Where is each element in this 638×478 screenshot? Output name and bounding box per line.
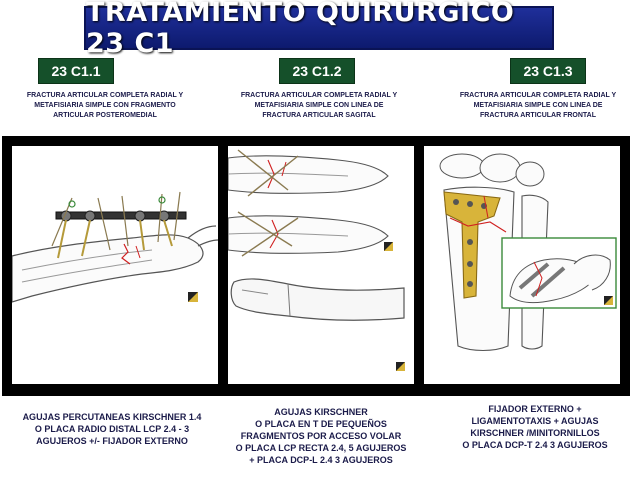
description-line: FRACTURA ARTICULAR COMPLETA RADIAL Y xyxy=(240,92,398,99)
treatment-line: AGUJEROS +/- FIJADOR EXTERNO xyxy=(36,436,188,446)
code-badge-c1-1: 23 C1.1 xyxy=(38,58,114,84)
description-c1-3: FRACTURA ARTICULAR COMPLETA RADIAL Y MET… xyxy=(445,91,631,121)
code-badge-c1-3: 23 C1.3 xyxy=(510,58,586,84)
code-badge-c1-2: 23 C1.2 xyxy=(279,58,355,84)
arm-with-external-fixator-illustration xyxy=(12,191,218,303)
treatment-line: LIGAMENTOTAXIS + AGUJAS xyxy=(471,416,599,426)
treatment-line: KIRSCHNER /MINITORNILLOS xyxy=(470,428,600,438)
description-c1-1: FRACTURA ARTICULAR COMPLETA RADIAL Y MET… xyxy=(10,91,200,121)
treatment-line: O PLACA DCP-T 2.4 3 AGUJEROS xyxy=(462,440,608,450)
treatment-line: O PLACA LCP RECTA 2.4, 5 AGUJEROS xyxy=(235,443,407,453)
description-line: ARTICULAR POSTEROMEDIAL xyxy=(53,112,157,119)
ao-logo-icon xyxy=(604,296,613,305)
treatment-line: + PLACA DCP-L 2.4 3 AGUJEROS xyxy=(249,455,393,465)
ao-logo-icon xyxy=(396,362,405,371)
description-line: METAFISIARIA SIMPLE CON FRAGMENTO xyxy=(34,102,176,109)
description-line: METAFISIARIA SIMPLE CON LINEA DE xyxy=(473,102,603,109)
treatment-line: O PLACA EN T DE PEQUEÑOS xyxy=(255,419,387,429)
wrist-bones-with-kirschner-wires-illustration xyxy=(228,149,405,371)
treatment-line: O PLACA RADIO DISTAL LCP 2.4 - 3 xyxy=(34,424,190,434)
illustration-panel-c1-2 xyxy=(228,146,414,384)
description-line: FRACTURA ARTICULAR COMPLETA RADIAL Y xyxy=(26,92,184,99)
ao-logo-icon xyxy=(384,242,393,251)
description-line: FRACTURA ARTICULAR COMPLETA RADIAL Y xyxy=(459,92,617,99)
slide-title: TRATAMIENTO QUIRURGICO 23 C1 xyxy=(84,0,554,59)
treatment-line: AGUJAS KIRSCHNER xyxy=(274,407,368,417)
wrist-with-volar-plate-illustration xyxy=(439,153,617,352)
description-line: FRACTURA ARTICULAR FRONTAL xyxy=(480,112,596,119)
treatment-c1-3: FIJADOR EXTERNO + LIGAMENTOTAXIS + AGUJA… xyxy=(440,403,630,451)
treatment-line: FRAGMENTOS POR ACCESO VOLAR xyxy=(240,431,402,441)
plate-screw-detail-illustration xyxy=(501,237,617,309)
illustration-panel-c1-1 xyxy=(12,146,218,384)
forearm-cast-illustration xyxy=(230,278,405,321)
illustration-frame xyxy=(2,136,630,396)
treatment-c1-1: AGUJAS PERCUTANEAS KIRSCHNER 1.4 O PLACA… xyxy=(12,411,212,447)
description-c1-2: FRACTURA ARTICULAR COMPLETA RADIAL Y MET… xyxy=(226,91,412,121)
illustration-panel-c1-3 xyxy=(424,146,620,384)
ao-logo-icon xyxy=(188,292,198,302)
description-line: FRACTURA ARTICULAR SAGITAL xyxy=(262,112,376,119)
treatment-line: AGUJAS PERCUTANEAS KIRSCHNER 1.4 xyxy=(22,412,202,422)
treatment-line: FIJADOR EXTERNO + xyxy=(488,404,582,414)
description-line: METAFISIARIA SIMPLE CON LINEA DE xyxy=(254,102,384,109)
treatment-c1-2: AGUJAS KIRSCHNER O PLACA EN T DE PEQUEÑO… xyxy=(228,406,414,466)
